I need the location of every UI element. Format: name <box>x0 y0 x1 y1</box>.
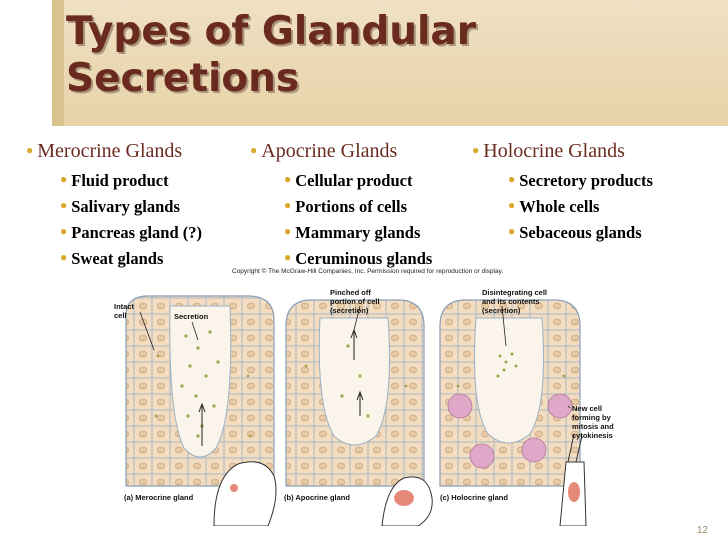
list-item: ●Mammary glands <box>284 223 421 242</box>
bullet-icon: ● <box>250 143 258 157</box>
caption-apocrine: (b) Apocrine gland <box>284 493 350 502</box>
column-merocrine: ●Merocrine Glands ●Fluid product ●Saliva… <box>26 138 202 271</box>
sub-list: ●Secretory products ●Whole cells ●Sebace… <box>508 167 653 245</box>
label-disintegrating-cell: Disintegrating cell and its contents (se… <box>482 288 548 315</box>
list-item: ●Portions of cells <box>284 197 408 216</box>
title-band <box>52 0 728 126</box>
title-left-margin <box>0 0 52 126</box>
bullet-icon: ● <box>60 250 68 264</box>
bullet-icon: ● <box>284 250 292 264</box>
merocrine-gland-drawing <box>125 295 277 526</box>
label-new-cell: New cell forming by mitosis and cytokine… <box>572 404 614 440</box>
heading-text: Merocrine Glands <box>37 140 183 162</box>
list-item: ●Ceruminous glands <box>284 249 433 268</box>
label-pinched-off: Pinched off portion of cell (secretion) <box>330 288 380 315</box>
bullet-icon: ● <box>26 143 34 157</box>
list-item: ●Pancreas gland (?) <box>60 223 203 242</box>
bullet-icon: ● <box>60 172 68 186</box>
column-apocrine: ●Apocrine Glands ●Cellular product ●Port… <box>250 138 432 271</box>
list-item: ●Cellular product <box>284 171 413 190</box>
heading-text: Apocrine Glands <box>261 140 398 162</box>
bullet-icon: ● <box>508 224 516 238</box>
list-item: ●Whole cells <box>508 197 600 216</box>
bullet-icon: ● <box>60 198 68 212</box>
sub-list: ●Fluid product ●Salivary glands ●Pancrea… <box>60 167 202 271</box>
caption-merocrine: (a) Merocrine gland <box>124 493 194 502</box>
caption-holocrine: (c) Holocrine gland <box>440 493 508 502</box>
list-item: ●Secretory products <box>508 171 653 190</box>
bullet-icon: ● <box>284 172 292 186</box>
bullet-icon: ● <box>508 198 516 212</box>
column-heading: ●Holocrine Glands <box>472 138 653 163</box>
list-item: ●Fluid product <box>60 171 169 190</box>
gland-illustration <box>125 295 587 526</box>
bullet-icon: ● <box>284 224 292 238</box>
list-item: ●Sebaceous glands <box>508 223 642 242</box>
apocrine-gland-drawing <box>285 299 433 526</box>
column-heading: ●Merocrine Glands <box>26 138 202 163</box>
label-intact-cell: Intact cell <box>114 302 135 320</box>
list-item: ●Salivary glands <box>60 197 180 216</box>
figure-copyright: Copyright © The McGraw-Hill Companies, I… <box>232 268 504 275</box>
sub-list: ●Cellular product ●Portions of cells ●Ma… <box>284 167 432 271</box>
bullet-icon: ● <box>472 143 480 157</box>
bullet-icon: ● <box>284 198 292 212</box>
bullet-icon: ● <box>508 172 516 186</box>
column-heading: ●Apocrine Glands <box>250 138 432 163</box>
slide-number: 12 <box>696 525 708 536</box>
list-item: ●Sweat glands <box>60 249 164 268</box>
column-holocrine: ●Holocrine Glands ●Secretory products ●W… <box>472 138 653 245</box>
label-secretion: Secretion <box>174 312 209 321</box>
heading-text: Holocrine Glands <box>483 140 625 162</box>
slide-title: Types of Glandular Secretions <box>66 9 476 101</box>
bullet-icon: ● <box>60 224 68 238</box>
holocrine-gland-drawing <box>439 299 587 526</box>
